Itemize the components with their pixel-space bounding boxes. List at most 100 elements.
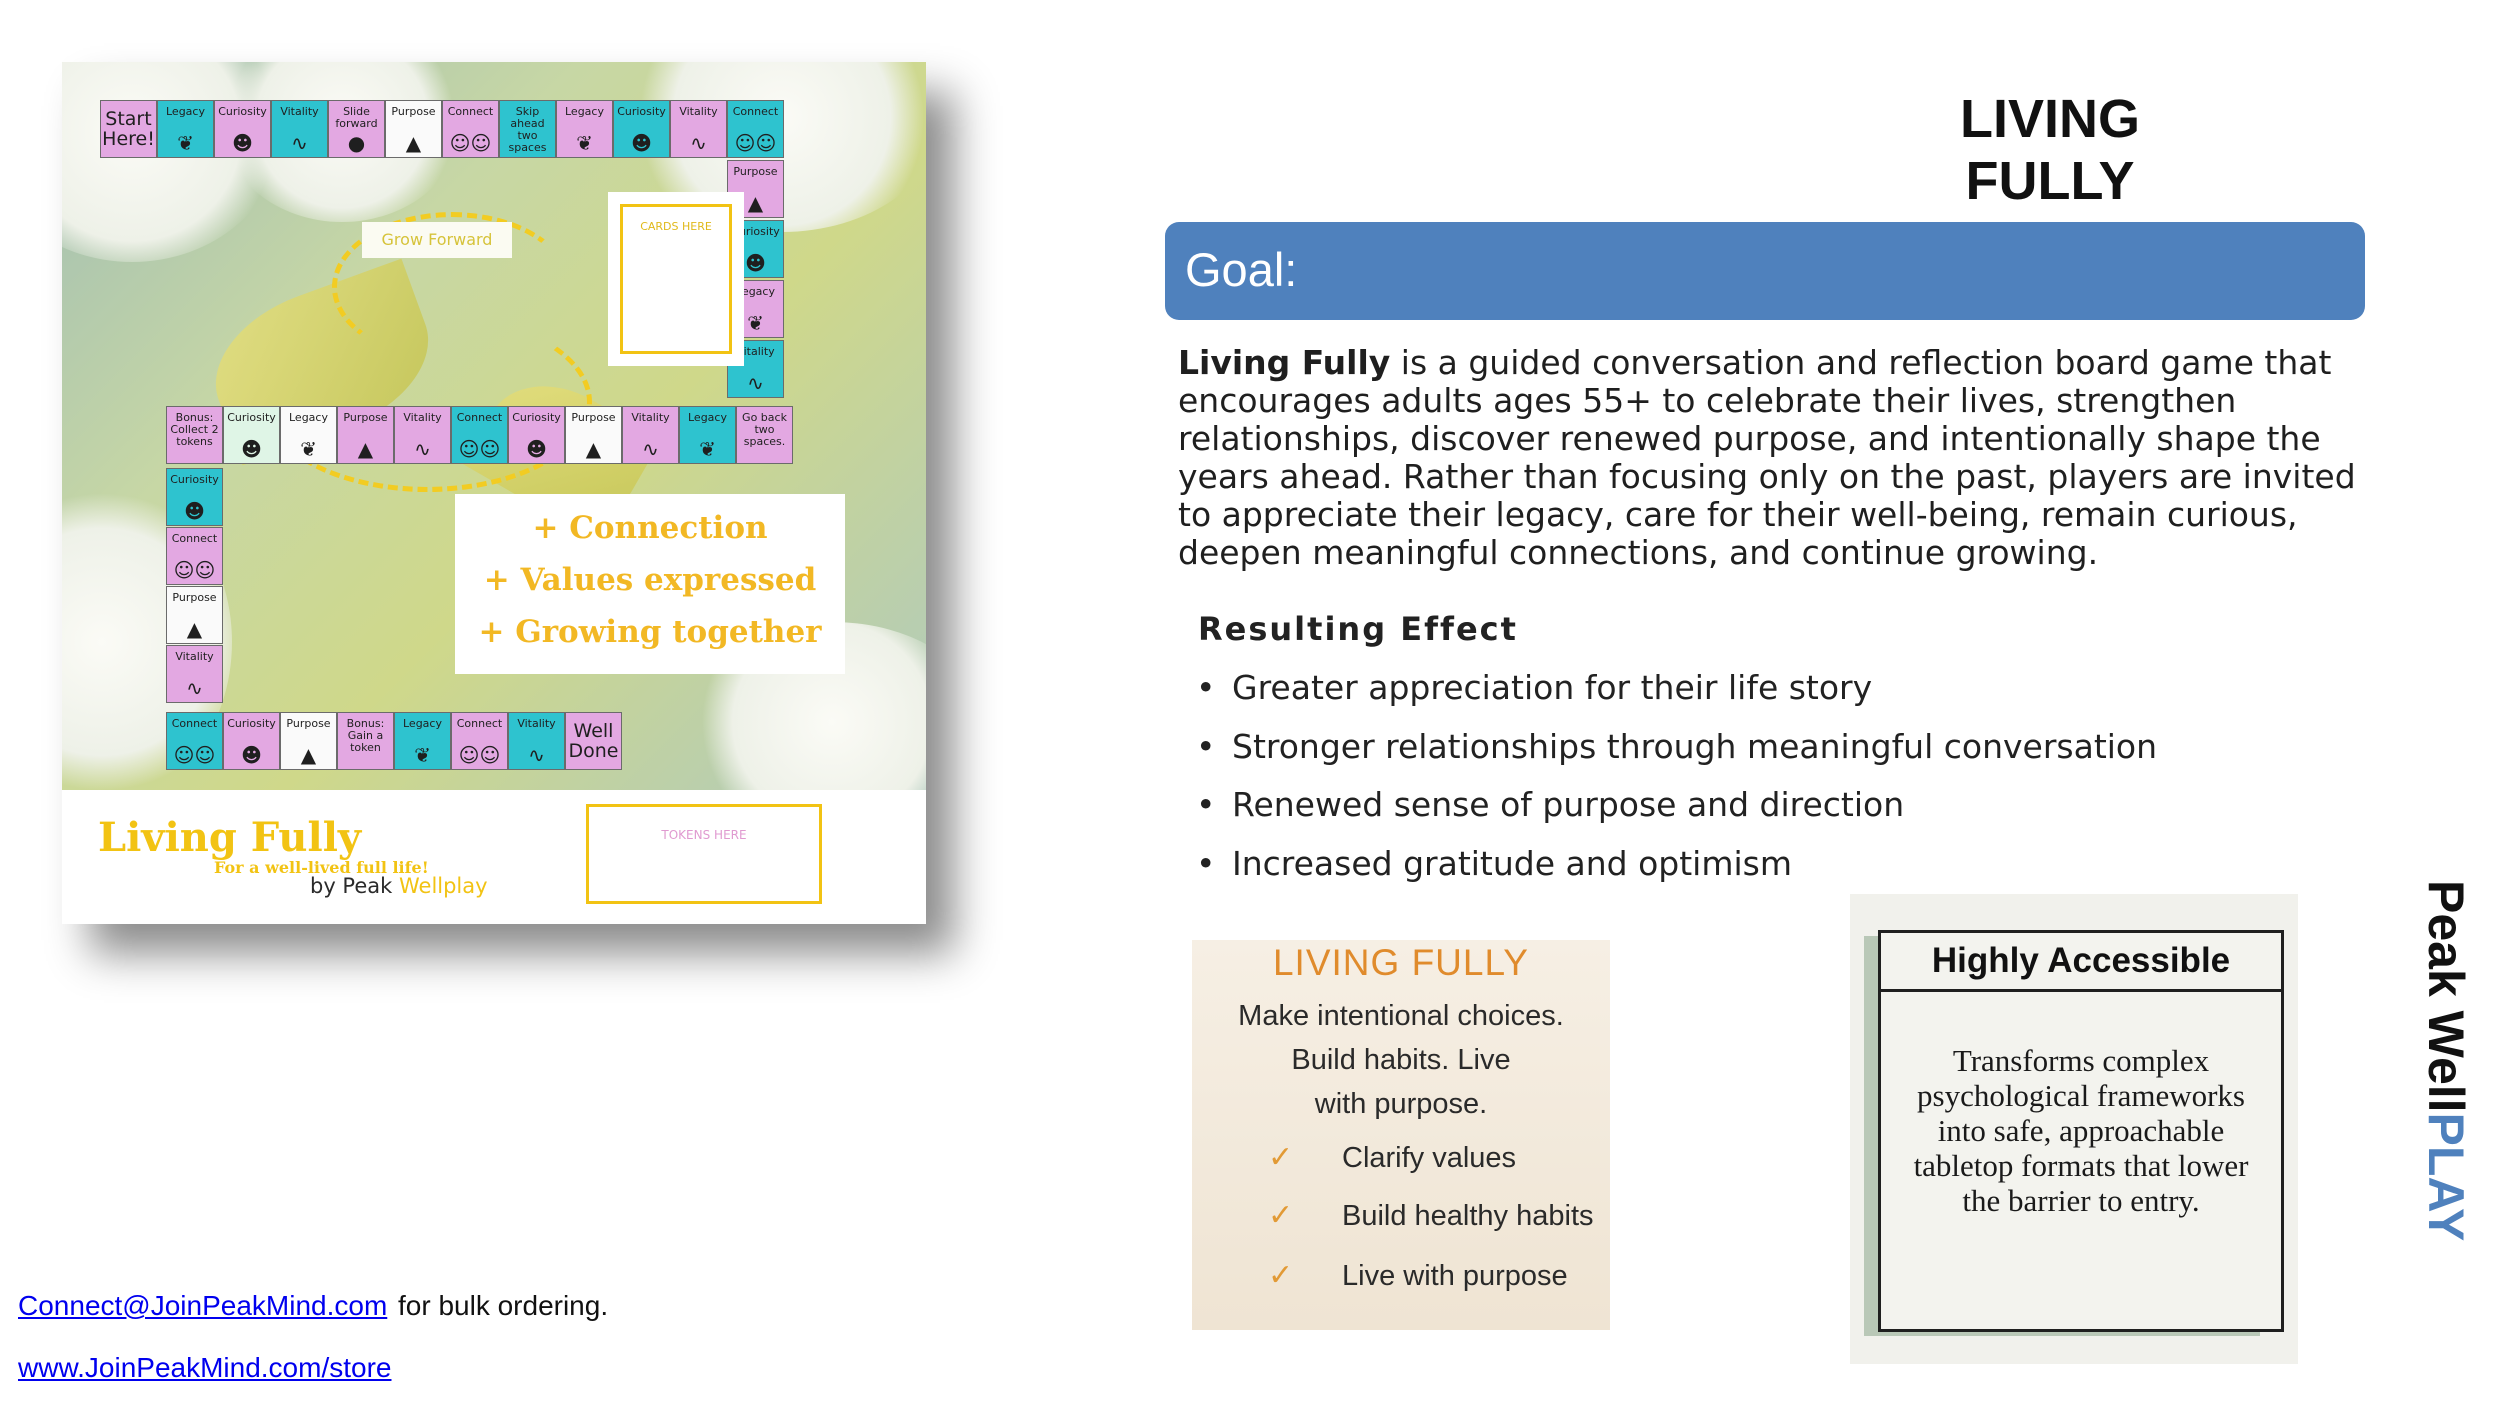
- tile-label: Skip ahead two spaces: [508, 105, 547, 154]
- brand-main: Peak Well: [2418, 880, 2474, 1113]
- board-tile: Curiosity ☻: [214, 100, 271, 158]
- cards-here-label: CARDS HERE: [640, 220, 712, 233]
- goal-description: Living Fully is a guided conversation an…: [1178, 344, 2358, 572]
- card-tagline: Make intentional choices. Build habits. …: [1238, 1000, 1564, 1120]
- tile-label: Purpose: [571, 411, 616, 424]
- tile-label: Legacy: [736, 285, 775, 298]
- board-tile: Vitality∿: [271, 100, 328, 158]
- check-label: Live with purpose: [1342, 1260, 1568, 1292]
- tile-label: Vitality: [736, 345, 775, 358]
- board-tile: Start Here!: [100, 100, 157, 158]
- tile-label: Vitality: [175, 650, 214, 663]
- tile-label: Well Done: [568, 720, 619, 762]
- creature-icon: ☻: [184, 499, 205, 523]
- cupcake-icon: ▲: [357, 437, 374, 461]
- people-icon: ☺☺: [449, 131, 492, 155]
- cupcake-icon: ▲: [300, 743, 317, 767]
- goal-body: is a guided conversation and reflection …: [1178, 343, 2356, 572]
- tile-label: Curiosity: [227, 717, 276, 730]
- board-tile: Bonus: Gain a token: [337, 712, 394, 770]
- tile-label: Vitality: [679, 105, 718, 118]
- board-tile: Curiosity ☻: [223, 712, 280, 770]
- tile-label: Purpose: [391, 105, 436, 118]
- list-item: •Greater appreciation for their life sto…: [1196, 668, 1873, 707]
- tile-label: Connect: [171, 532, 218, 545]
- laurel-icon: ❦: [747, 311, 764, 335]
- dashed-path-decoration: [262, 312, 592, 492]
- tile-label: Curiosity: [512, 411, 561, 424]
- page-title: LIVING FULLY: [1959, 89, 2140, 211]
- laurel-icon: ❦: [300, 437, 317, 461]
- tile-label: Purpose: [343, 411, 388, 424]
- people-icon: ☺☺: [734, 131, 777, 155]
- living-fully-card: LIVING FULLY Make intentional choices. B…: [1192, 940, 1610, 1330]
- tile-label: Connect: [732, 105, 779, 118]
- tile-label: Legacy: [289, 411, 328, 424]
- people-icon: ☺☺: [173, 743, 216, 767]
- list-item: •Increased gratitude and optimism: [1196, 843, 1793, 883]
- creature-icon: ☻: [526, 437, 547, 461]
- board-tile: Connect☺☺: [442, 100, 499, 158]
- board-tile: Purpose ▲: [166, 586, 223, 644]
- heartbeat-icon: ∿: [642, 437, 659, 461]
- board-tile: Connect ☺☺: [166, 712, 223, 770]
- laurel-icon: ❦: [576, 131, 593, 155]
- board-tile: Connect☺☺: [166, 527, 223, 585]
- tile-label: Start Here!: [102, 108, 155, 150]
- board-game-image: Start Here!Legacy❦Curiosity☻Vitality∿Sli…: [62, 62, 926, 924]
- byline-prefix: by Peak: [310, 874, 399, 898]
- game-title: Living Fully: [98, 814, 362, 861]
- creature-icon: ☻: [232, 131, 253, 155]
- board-tile: Purpose▲: [385, 100, 442, 158]
- tile-label: Curiosity: [227, 411, 276, 424]
- tile-label: Bonus: Gain a token: [346, 717, 385, 754]
- people-icon: ☺☺: [458, 743, 501, 767]
- board-tile: Legacy❦: [679, 406, 736, 464]
- board-tile: Vitality∿: [508, 712, 565, 770]
- cupcake-icon: ▲: [186, 617, 203, 641]
- board-tile: Purpose ▲: [565, 406, 622, 464]
- check-circle-icon: ✓: [1268, 1140, 1294, 1175]
- game-subtitle: For a well-lived full life!: [214, 858, 429, 877]
- tile-label: Connect: [456, 411, 503, 424]
- creature-icon: ☻: [241, 743, 262, 767]
- check-circle-icon: ✓: [1268, 1258, 1294, 1293]
- brand-accent: PLAY: [2418, 1112, 2474, 1242]
- board-tile: Connect☺☺: [451, 712, 508, 770]
- grow-forward-label: Grow Forward: [362, 222, 512, 258]
- creature-icon: ☻: [631, 131, 652, 155]
- heartbeat-icon: ∿: [291, 131, 308, 155]
- card-frame: Highly Accessible Transforms complex psy…: [1878, 930, 2284, 1332]
- highly-accessible-card: Highly Accessible Transforms complex psy…: [1850, 894, 2298, 1364]
- tile-label: Purpose: [172, 591, 217, 604]
- tile-label: Legacy: [565, 105, 604, 118]
- byline-brand: Wellplay: [398, 874, 488, 898]
- tile-label: Legacy: [688, 411, 727, 424]
- board-tile: Purpose ▲: [337, 406, 394, 464]
- cupcake-icon: ▲: [585, 437, 602, 461]
- tile-label: Vitality: [403, 411, 442, 424]
- goal-lead: Living Fully: [1178, 343, 1391, 382]
- card-body: Transforms complex psychological framewo…: [1913, 1043, 2249, 1218]
- board-tile: Purpose ▲: [280, 712, 337, 770]
- tile-label: Vitality: [631, 411, 670, 424]
- creature-icon: ☻: [241, 437, 262, 461]
- laurel-icon: ❦: [414, 743, 431, 767]
- email-link[interactable]: Connect@JoinPeakMind.com: [18, 1290, 388, 1321]
- email-suffix: for bulk ordering.: [398, 1290, 609, 1321]
- value-growing-together: + Growing together: [478, 614, 822, 650]
- board-tile: Legacy❦: [394, 712, 451, 770]
- tile-label: Connect: [171, 717, 218, 730]
- store-link[interactable]: www.JoinPeakMind.com/store: [18, 1352, 392, 1383]
- board-tile: Curiosity ☻: [223, 406, 280, 464]
- board-tile: Vitality ∿: [622, 406, 679, 464]
- brand-logo: Peak WellPLAY: [2418, 880, 2474, 1300]
- heartbeat-icon: ∿: [186, 676, 203, 700]
- tile-label: Curiosity: [218, 105, 267, 118]
- tile-label: Purpose: [733, 165, 778, 178]
- board-tile: Curiosity☻: [166, 468, 223, 526]
- board-tile: Legacy ❦: [280, 406, 337, 464]
- list-item: •Renewed sense of purpose and direction: [1196, 785, 1905, 824]
- heartbeat-icon: ∿: [414, 437, 431, 461]
- tile-label: Purpose: [286, 717, 331, 730]
